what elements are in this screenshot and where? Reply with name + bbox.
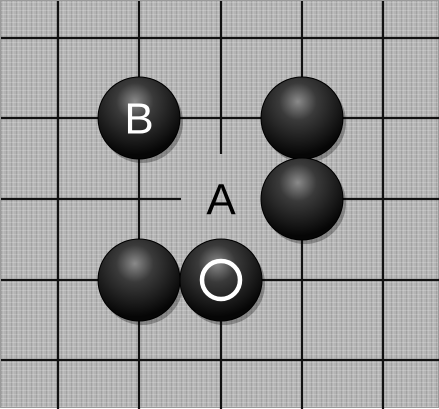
point-label-A[interactable]: A (206, 176, 236, 225)
stone-body (180, 239, 262, 321)
stone-body (261, 158, 343, 240)
black-stone-b4[interactable] (98, 239, 183, 325)
black-stone-b5[interactable] (180, 239, 265, 325)
black-stone-b2[interactable] (261, 77, 346, 163)
stone-body (98, 239, 180, 321)
black-stone-b3[interactable] (261, 158, 346, 244)
point-labels: A (206, 176, 236, 225)
black-stone-b1[interactable]: B (98, 77, 183, 163)
stone-body (261, 77, 343, 159)
stone-label: B (124, 95, 153, 144)
